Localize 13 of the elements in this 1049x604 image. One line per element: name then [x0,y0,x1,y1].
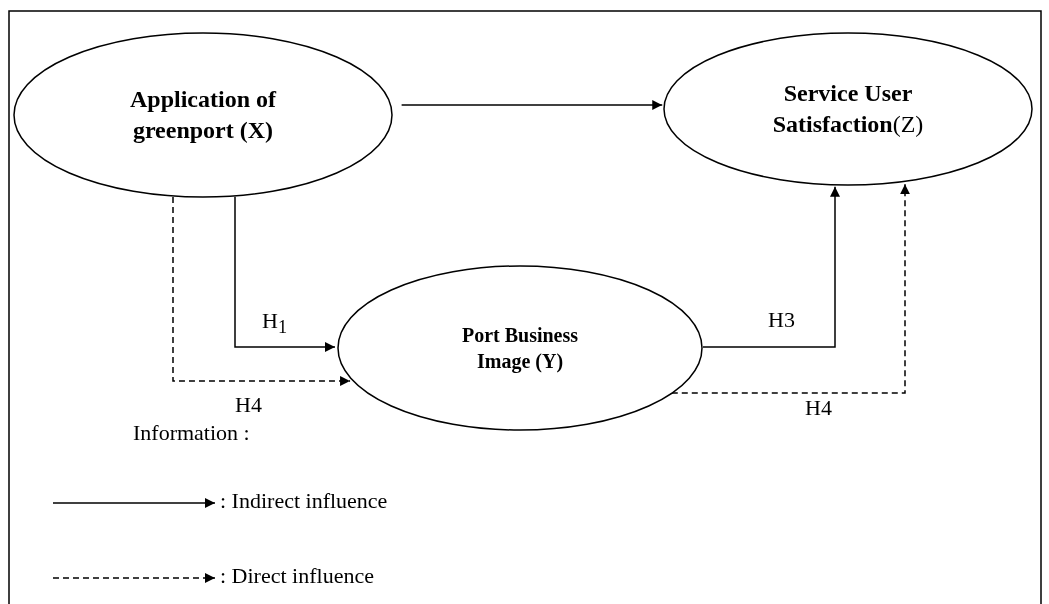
node-label: Port Business Image (Y) [460,323,580,374]
edge-label: H3 [768,307,795,333]
ellipse-node [663,32,1033,186]
legend-text: : Indirect influence [220,488,388,514]
edge-label: H4 [805,395,832,421]
node-label: Application of greenport (X) [129,84,278,145]
node-label: Service User Satisfaction(Z) [771,78,925,139]
ellipse-node [13,32,393,198]
legend-title: Information : [133,420,250,446]
legend-text: : Direct influence [220,563,374,589]
edge-label: H4 [235,392,262,418]
edge-label: H$_{1}$ [262,308,288,339]
ellipse-node [337,265,703,431]
